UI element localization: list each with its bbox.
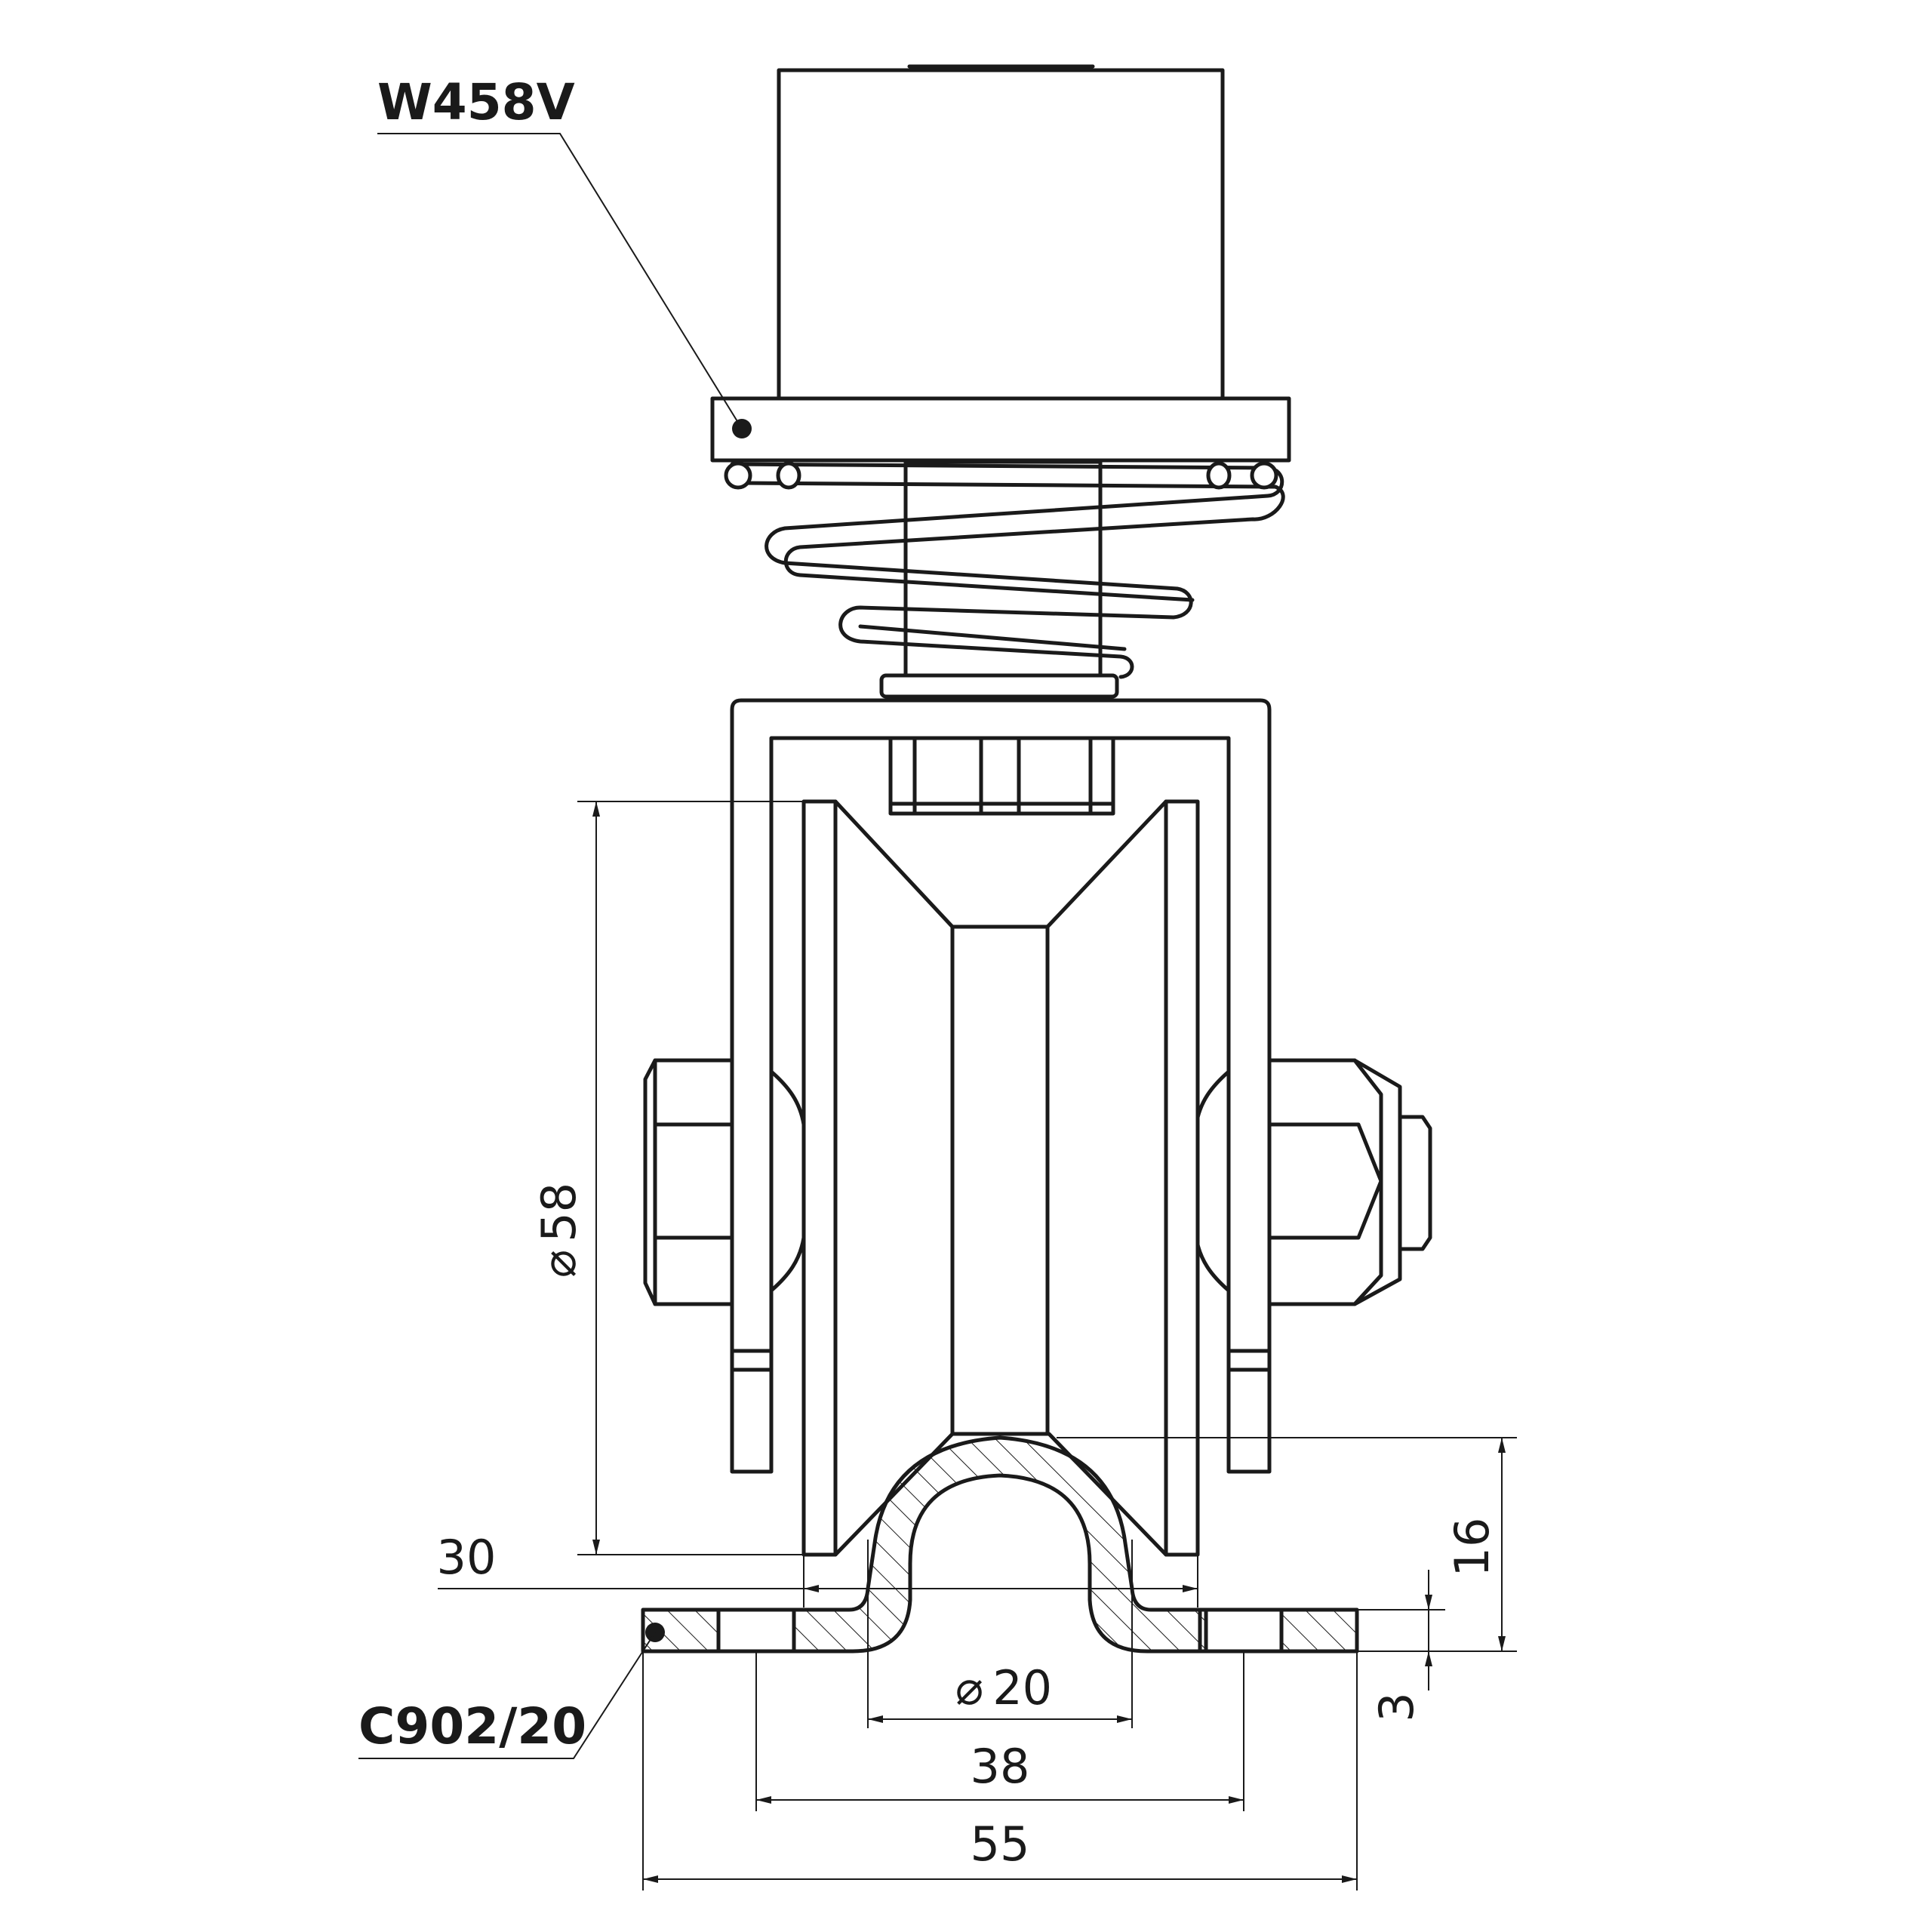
- dimension-rail-height: 16: [1057, 1437, 1517, 1652]
- axle-bolt: [643, 1058, 1432, 1306]
- dimension-wheel-diameter: ⌀ 58: [531, 801, 804, 1555]
- mounting-hole-right: [1204, 1607, 1284, 1654]
- mounting-block: [777, 68, 1225, 401]
- top-mount-assembly: [710, 64, 1291, 463]
- wheel-hub: [950, 924, 1050, 1436]
- leader-lines: [358, 133, 743, 1759]
- dimension-rail-diameter: ⌀20: [867, 1540, 1133, 1728]
- svg-text:⌀58: ⌀ 58: [531, 1183, 586, 1278]
- bolt-tip: [1398, 1115, 1432, 1251]
- top-nut: [888, 736, 1115, 816]
- rail-profile: [641, 1435, 1359, 1654]
- wheel-width-value: 30: [437, 1530, 497, 1585]
- rail-diameter-symbol: ⌀: [955, 1660, 983, 1715]
- spring-end-left: [724, 461, 752, 490]
- dimension-base-thickness: 3: [1357, 1570, 1445, 1722]
- rail-height-value: 16: [1444, 1518, 1500, 1577]
- spring-coil: [730, 462, 1284, 679]
- dimension-wheel-width: 30: [437, 1530, 1198, 1607]
- dimension-base-width: 55: [642, 1651, 1358, 1890]
- part-label-top: W458V: [377, 73, 575, 131]
- dimension-hole-spacing: 38: [755, 1651, 1244, 1811]
- fork-bracket: [730, 698, 1272, 1474]
- svg-text:⌀20: ⌀20: [955, 1660, 1052, 1715]
- mounting-plate: [710, 396, 1291, 463]
- wheel-diameter-value: 58: [531, 1183, 586, 1242]
- diameter-symbol: ⌀: [531, 1250, 586, 1278]
- rail-diameter-value: 20: [992, 1660, 1052, 1715]
- mounting-hole-left: [716, 1607, 796, 1654]
- spring-assembly: [724, 460, 1285, 699]
- base-thickness-value: 3: [1369, 1692, 1424, 1721]
- bolt-head: [643, 1058, 734, 1306]
- v-groove-wheel: [801, 799, 1200, 1557]
- hole-spacing-value: 38: [971, 1739, 1030, 1794]
- part-label-bottom: C902/20: [358, 1697, 586, 1755]
- base-width-value: 55: [971, 1817, 1030, 1872]
- spindle: [903, 460, 1103, 679]
- spring-end-right: [1250, 461, 1278, 490]
- wheel-flange-left: [801, 799, 838, 1557]
- washer: [879, 673, 1119, 699]
- wheel-flange-right: [1164, 799, 1200, 1557]
- rail-section: [792, 1435, 1202, 1654]
